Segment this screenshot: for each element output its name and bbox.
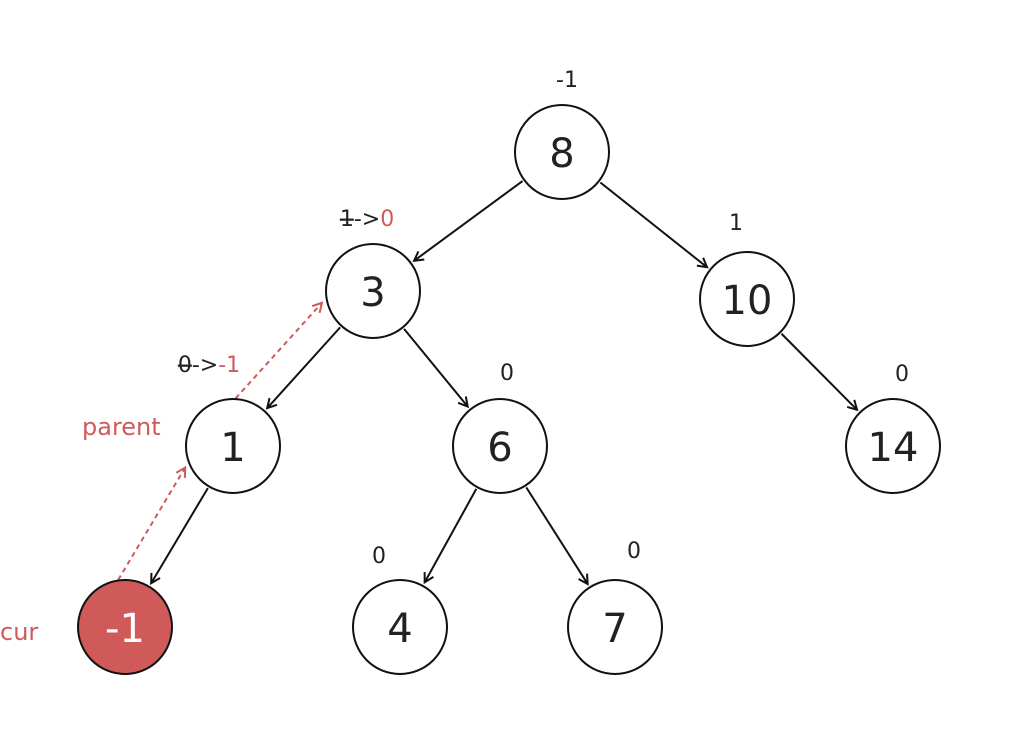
- balance-factor-change: 0->-1: [178, 353, 240, 378]
- node-circle: [325, 243, 421, 339]
- balance-factor-new: -1: [218, 353, 240, 378]
- tree-node: 8 -1: [514, 68, 610, 200]
- trace-nm1-n1: [117, 468, 185, 581]
- balance-factor-change: 1->0: [340, 207, 394, 232]
- edge-n1-nm1: [151, 487, 209, 583]
- balance-factor: -1: [556, 68, 578, 93]
- node-value: 3: [360, 270, 385, 316]
- node-value: 1: [220, 425, 245, 471]
- cur-label: cur: [0, 618, 38, 646]
- edge-n3-n1: [267, 326, 341, 408]
- node-value: 6: [487, 425, 512, 471]
- node-circle: [352, 579, 448, 675]
- labels-layer: cur parent: [0, 413, 161, 646]
- tree-node: 1 0->-1: [178, 353, 281, 494]
- edges-layer: [151, 180, 858, 584]
- node-value: 7: [602, 606, 627, 652]
- node-circle: [185, 398, 281, 494]
- edge-n3-n6: [403, 328, 468, 407]
- tree-node: 3 1->0: [325, 207, 421, 339]
- tree-node: -1: [77, 579, 173, 675]
- tree-node: 70: [567, 539, 663, 675]
- tree-node: 10 1: [699, 211, 795, 347]
- edge-n8-n3: [414, 180, 524, 261]
- node-value: 4: [387, 606, 412, 652]
- balance-factor-arrow: ->: [192, 353, 218, 378]
- balance-factor-new: 0: [380, 207, 394, 232]
- balance-factor-old: 0: [178, 353, 192, 378]
- node-circle: [514, 104, 610, 200]
- tree-node: 40: [352, 544, 448, 675]
- balance-factor: 1: [729, 211, 743, 236]
- edge-n10-n14: [780, 333, 858, 410]
- trace-n1-n3: [234, 303, 322, 400]
- parent-label: parent: [82, 413, 161, 441]
- trace-layer: [117, 303, 322, 581]
- node-circle: [77, 579, 173, 675]
- balance-factor: 0: [627, 539, 641, 564]
- node-circle: [567, 579, 663, 675]
- node-circle: [845, 398, 941, 494]
- node-value: 14: [868, 425, 919, 471]
- tree-node: 14 0: [845, 362, 941, 494]
- node-value: -1: [105, 606, 145, 652]
- balance-factor-old: 1: [340, 207, 354, 232]
- node-value: 10: [722, 278, 773, 324]
- node-circle: [699, 251, 795, 347]
- balance-factor: 0: [895, 362, 909, 387]
- balance-factor: 0: [500, 361, 514, 386]
- balance-factor-arrow: ->: [354, 207, 380, 232]
- tree-node: 60: [452, 361, 548, 494]
- balance-factor: 0: [372, 544, 386, 569]
- node-circle: [452, 398, 548, 494]
- node-value: 8: [549, 131, 574, 177]
- edge-n6-n7: [525, 486, 587, 584]
- edge-n8-n10: [599, 181, 707, 267]
- edge-n6-n4: [425, 488, 478, 582]
